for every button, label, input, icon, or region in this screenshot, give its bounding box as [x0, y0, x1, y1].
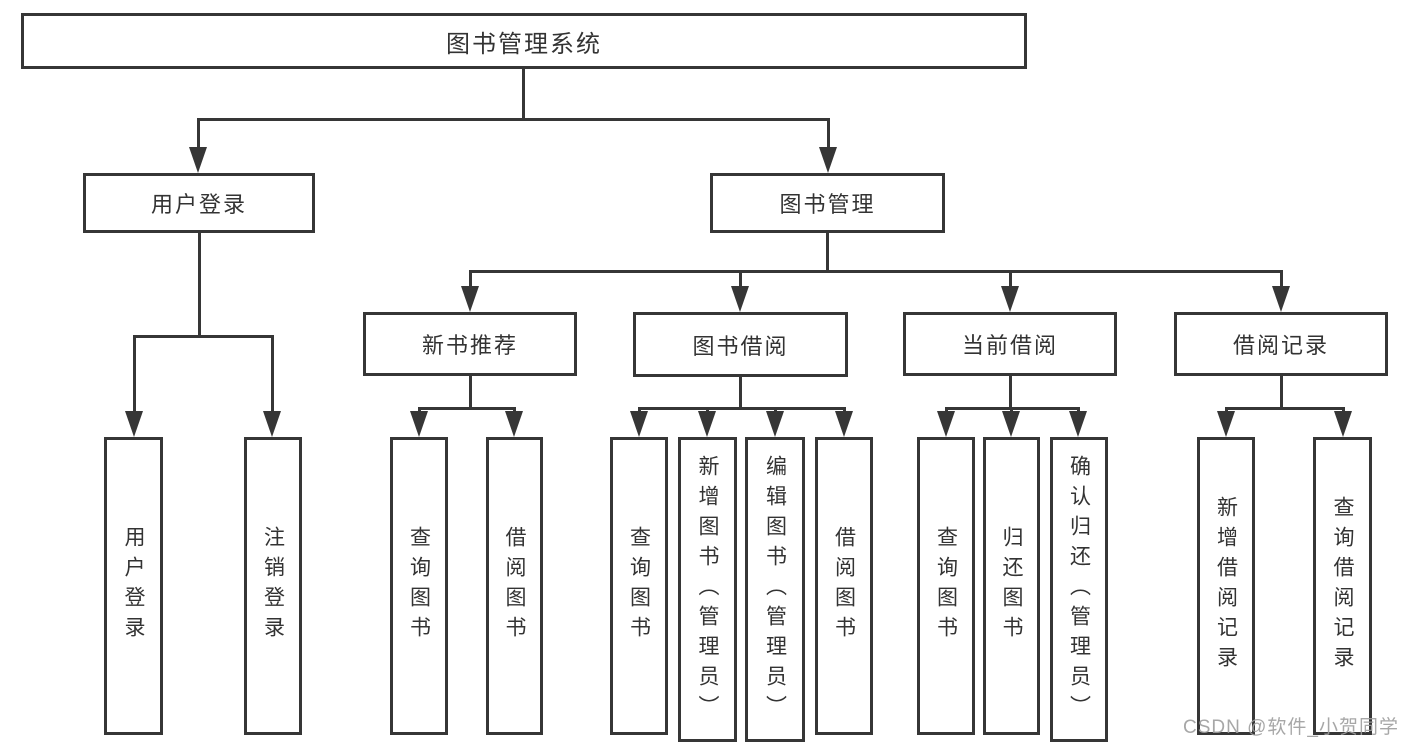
connector-stem [739, 377, 742, 407]
leaf-borrow-books-2: 借阅图书 [815, 437, 873, 735]
arrowhead-down-icon [630, 411, 648, 437]
node-root: 图书管理系统 [21, 13, 1027, 69]
connector-arrow-stem [1009, 270, 1012, 290]
connector-stem [198, 233, 201, 335]
leaf-borrow-books-1: 借阅图书 [486, 437, 543, 735]
arrowhead-down-icon [766, 411, 784, 437]
arrowhead-down-icon [937, 411, 955, 437]
arrowhead-down-icon [461, 286, 479, 312]
arrowhead-down-icon [505, 411, 523, 437]
leaf-return-book: 归还图书 [983, 437, 1040, 735]
connector-stem [1009, 376, 1012, 407]
connector-arrow-stem [739, 270, 742, 290]
arrowhead-down-icon [1217, 411, 1235, 437]
connector-stem [522, 69, 525, 118]
leaf-query-books-1: 查询图书 [390, 437, 448, 735]
leaf-label: 确认归还（管理员） [1067, 454, 1091, 725]
leaf-query-books-3: 查询图书 [917, 437, 975, 735]
leaf-query-books-2: 查询图书 [610, 437, 668, 735]
leaf-label: 查询图书 [627, 526, 651, 646]
connector-arrow-stem [197, 118, 200, 151]
leaf-label: 查询图书 [934, 526, 958, 646]
connector-bar [133, 335, 274, 338]
leaf-query-borrow-record: 查询借阅记录 [1313, 437, 1372, 735]
connector-bar [197, 118, 830, 121]
connector-arrow-stem [469, 270, 472, 290]
connector-bar [418, 407, 516, 410]
leaf-label: 新增借阅记录 [1214, 496, 1238, 676]
arrowhead-down-icon [263, 411, 281, 437]
leaf-label: 注销登录 [261, 526, 285, 646]
leaf-confirm-return-admin: 确认归还（管理员） [1050, 437, 1108, 742]
csdn-watermark: CSDN @软件_小贺同学 [1183, 717, 1399, 738]
arrowhead-down-icon [1334, 411, 1352, 437]
leaf-edit-book-admin: 编辑图书（管理员） [745, 437, 805, 742]
connector-stem [1280, 376, 1283, 407]
arrowhead-down-icon [125, 411, 143, 437]
arrowhead-down-icon [835, 411, 853, 437]
connector-stem [826, 233, 829, 270]
leaf-label: 查询借阅记录 [1331, 496, 1354, 676]
leaf-label: 查询图书 [407, 526, 431, 646]
leaf-logout: 注销登录 [244, 437, 302, 735]
node-current-borrow: 当前借阅 [903, 312, 1117, 376]
leaf-label: 借阅图书 [503, 526, 526, 646]
arrowhead-down-icon [410, 411, 428, 437]
leaf-label: 编辑图书（管理员） [763, 454, 787, 725]
connector-bar [1225, 407, 1345, 410]
connector-bar [638, 407, 846, 410]
node-user-login: 用户登录 [83, 173, 315, 233]
node-book-borrow: 图书借阅 [633, 312, 848, 377]
arrowhead-down-icon [698, 411, 716, 437]
connector-arrow-stem [1280, 270, 1283, 290]
connector-stem [469, 376, 472, 407]
arrowhead-down-icon [1001, 286, 1019, 312]
connector-arrow-stem [827, 118, 830, 151]
leaf-label: 新增图书（管理员） [696, 454, 719, 725]
connector-arrow-stem [133, 335, 136, 415]
leaf-label: 用户登录 [122, 526, 145, 646]
arrowhead-down-icon [189, 147, 207, 173]
leaf-label: 归还图书 [1000, 526, 1023, 646]
leaf-label: 借阅图书 [832, 526, 856, 646]
connector-arrow-stem [271, 335, 274, 415]
arrowhead-down-icon [819, 147, 837, 173]
connector-bar [469, 270, 1283, 273]
leaf-user-login: 用户登录 [104, 437, 163, 735]
arrowhead-down-icon [1272, 286, 1290, 312]
leaf-add-borrow-record: 新增借阅记录 [1197, 437, 1255, 735]
node-new-book-recommend: 新书推荐 [363, 312, 577, 376]
arrowhead-down-icon [1002, 411, 1020, 437]
leaf-add-book-admin: 新增图书（管理员） [678, 437, 737, 742]
node-borrow-records: 借阅记录 [1174, 312, 1388, 376]
arrowhead-down-icon [731, 286, 749, 312]
arrowhead-down-icon [1069, 411, 1087, 437]
node-book-management: 图书管理 [710, 173, 945, 233]
